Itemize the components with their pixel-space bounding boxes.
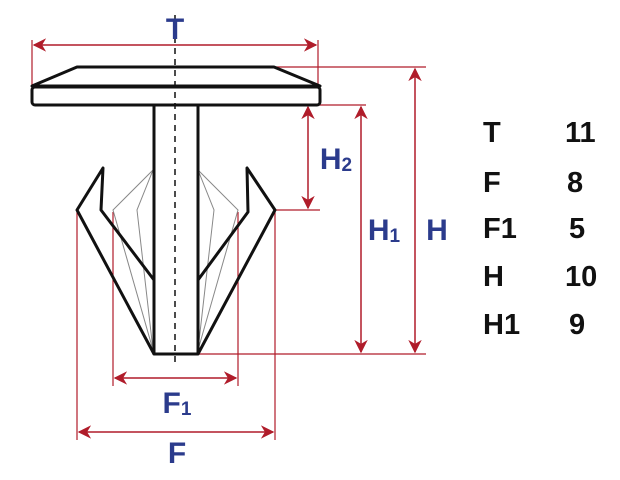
label-H1-main: H (367, 214, 390, 247)
label-H2: H2 (319, 143, 353, 176)
label-H1-sub: 1 (389, 226, 401, 247)
clip-stem (152, 103, 200, 356)
spec-name: H (483, 261, 504, 293)
inner-fins (112, 169, 239, 351)
spec-value: 9 (569, 309, 586, 341)
label-F1: F1 (162, 387, 192, 420)
extension-lines (31, 40, 426, 440)
label-H1: H1 (367, 214, 401, 247)
clip-right-barb (196, 166, 277, 355)
clip-head (30, 65, 322, 88)
clip-outline (30, 65, 322, 356)
label-H2-main: H (319, 143, 342, 176)
label-H: H (426, 214, 448, 247)
spec-name: F (483, 167, 501, 199)
clip-plate (30, 85, 322, 107)
spec-value: 5 (569, 213, 586, 245)
spec-value: 10 (565, 261, 598, 293)
label-H2-sub: 2 (341, 155, 353, 176)
label-T: T (165, 13, 185, 46)
spec-name: H1 (483, 309, 521, 341)
spec-value: 8 (567, 167, 584, 199)
clip-left-barb (75, 166, 156, 355)
spec-name: F1 (483, 213, 517, 245)
label-F: F (167, 437, 187, 470)
spec-value: 11 (565, 117, 596, 149)
label-F1-sub: 1 (180, 399, 192, 420)
label-F1-main: F (162, 387, 181, 420)
spec-name: T (483, 117, 501, 149)
